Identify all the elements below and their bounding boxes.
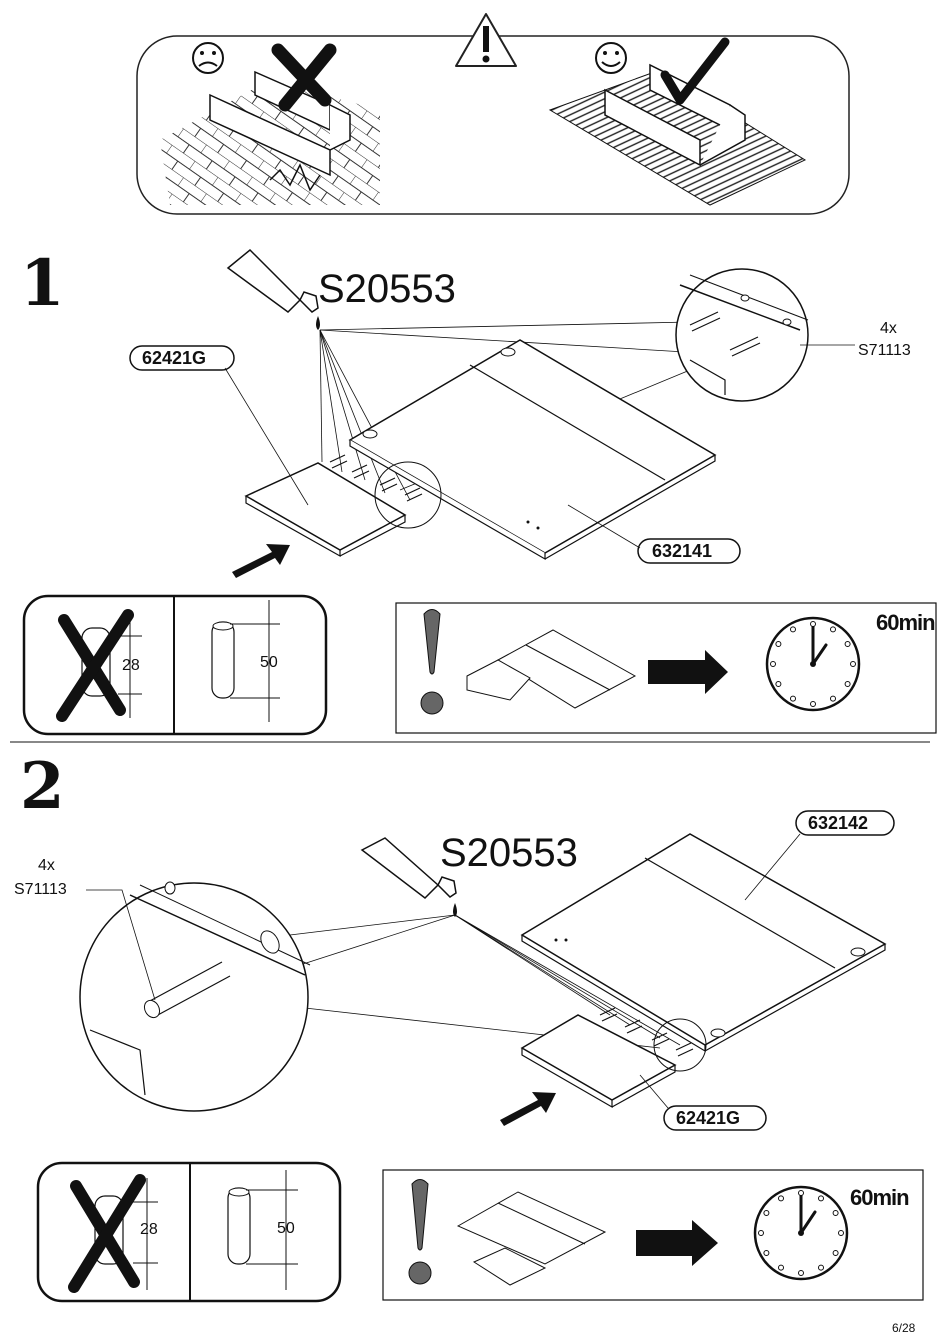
drying-time: 60min <box>876 610 935 635</box>
part-label-62421G: 62421G <box>676 1108 740 1128</box>
push-arrow-icon <box>500 1092 556 1126</box>
glue-tube-icon <box>360 837 457 917</box>
step-1-number: 1 <box>20 246 65 321</box>
clock-tick <box>758 1230 764 1236</box>
clock-tick <box>830 626 836 633</box>
check-mark-icon <box>660 37 730 105</box>
sad-face-icon <box>192 42 224 74</box>
caution-exclamation-icon <box>423 609 441 675</box>
clock-tick <box>832 1210 839 1216</box>
glue-code: S20553 <box>318 267 456 311</box>
warning-panel <box>136 13 850 215</box>
clock-tick <box>790 695 796 702</box>
clock-tick <box>763 1210 770 1216</box>
clock-tick <box>818 1195 824 1202</box>
rug-floor-illustration <box>548 37 807 206</box>
smiley-face-icon <box>595 42 627 74</box>
clock-tick <box>770 661 776 667</box>
clock-tick <box>810 621 816 627</box>
then-arrow-icon <box>648 650 728 694</box>
hard-floor-illustration <box>160 43 380 205</box>
dowel-code: S71113 <box>14 881 67 898</box>
dowel-size-check: 28 50 <box>36 1161 342 1303</box>
dowels <box>329 454 423 502</box>
clock-tick <box>850 661 856 667</box>
clock-tick <box>844 641 851 647</box>
part-label-632142: 632142 <box>808 813 868 833</box>
clock-tick <box>832 1250 839 1256</box>
clock-tick <box>798 1190 804 1196</box>
dowel-quantity: 4x <box>880 320 897 337</box>
clock-tick <box>775 641 782 647</box>
then-arrow-icon <box>636 1220 718 1266</box>
clock-tick <box>838 1230 844 1236</box>
clock-tick <box>844 681 851 687</box>
drying-time: 60min <box>850 1185 909 1210</box>
correct-dowel-length: 50 <box>260 654 278 671</box>
dowel-zoom-detail <box>79 881 311 1112</box>
exclamation-triangle-icon <box>455 13 517 67</box>
clock-tick <box>778 1195 784 1202</box>
clock-tick <box>775 681 782 687</box>
drying-time-panel: 60min <box>382 1169 924 1301</box>
part-label-62421G: 62421G <box>142 348 206 368</box>
push-arrow-icon <box>232 544 290 578</box>
panel-632142 <box>520 833 887 1053</box>
dowel-zoom-detail <box>675 268 809 402</box>
drying-time-panel: 60min <box>395 602 937 734</box>
clock-tick <box>830 695 836 702</box>
clock-tick <box>763 1250 770 1256</box>
dowel-size-check: 28 50 <box>22 594 328 736</box>
clock-tick <box>798 1270 804 1276</box>
panel-62421G <box>520 1014 677 1109</box>
caution-exclamation-icon <box>411 1179 429 1251</box>
dowels <box>599 1007 694 1057</box>
clock-tick <box>790 626 796 633</box>
dowel-quantity: 4x <box>38 857 55 874</box>
step-2-number: 2 <box>20 749 65 824</box>
panel-632141 <box>348 339 717 561</box>
correct-dowel-length: 50 <box>277 1220 295 1237</box>
clock-tick <box>818 1264 824 1271</box>
clock-tick <box>810 701 816 707</box>
glue-code: S20553 <box>440 831 578 875</box>
wrong-dowel-length: 28 <box>122 657 140 674</box>
part-label-632141: 632141 <box>652 541 712 561</box>
glue-tube-icon <box>226 248 320 330</box>
clock-tick <box>778 1264 784 1271</box>
panel-62421G <box>244 462 407 558</box>
wrong-dowel-length: 28 <box>140 1221 158 1238</box>
page-number: 6/28 <box>892 1321 916 1335</box>
dowel-code: S71113 <box>858 342 911 359</box>
